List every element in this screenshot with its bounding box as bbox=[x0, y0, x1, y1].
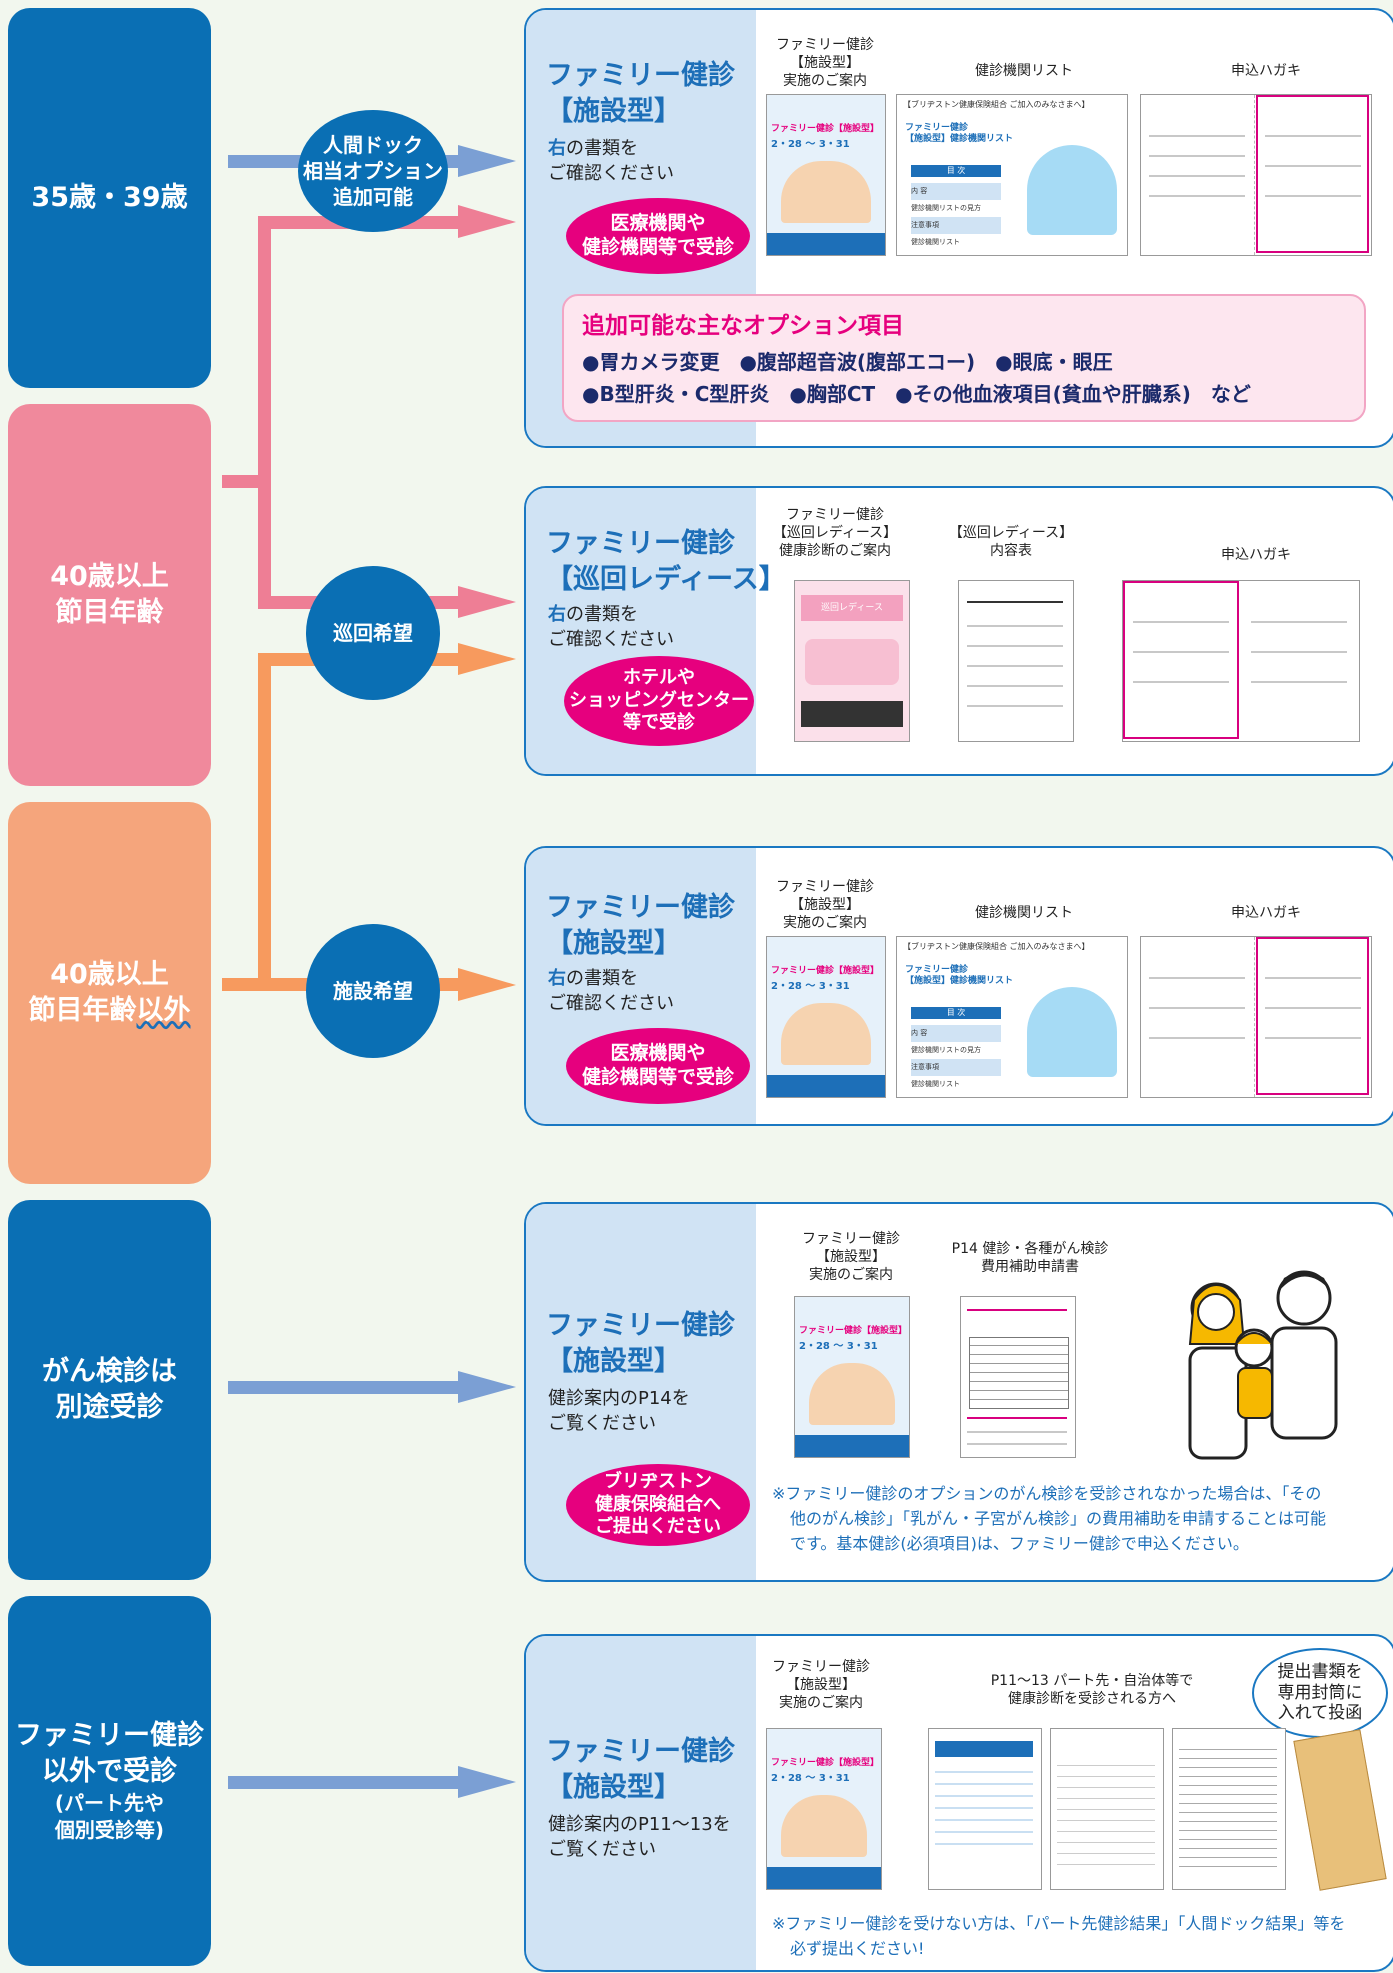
panel-note: ※ファミリー健診を受けない方は、「パート先健診結果」「人間ドック結果」等を 必ず… bbox=[772, 1914, 1346, 1958]
category-label: 35歳・39歳 bbox=[31, 181, 188, 213]
arrow-right-icon bbox=[458, 1766, 516, 1798]
postcard-thumbnail bbox=[1122, 580, 1360, 742]
panel-title: ファミリー健診 【施設型】 bbox=[546, 1736, 735, 1804]
brochure-thumbnail: ファミリー健診【施設型】 2・28 〜 3・31 bbox=[766, 1728, 882, 1890]
part-time-doc-thumbnail bbox=[928, 1728, 1042, 1890]
clinic-list-thumbnail: 【ブリヂストン健康保険組合 ご加入のみなさまへ】 ファミリー健診【施設型】健診機… bbox=[896, 94, 1128, 256]
family-illustration bbox=[1188, 1270, 1338, 1460]
ladies-brochure-thumbnail: 巡回レディース bbox=[794, 580, 910, 742]
doc-label: 申込ハガキ bbox=[1231, 905, 1301, 921]
panel-instruction: 右の書類を ご確認ください bbox=[548, 968, 674, 1015]
doc-label: P14 健診・各種がん検診費用補助申請書 bbox=[951, 1241, 1109, 1276]
category-cancer-screening: がん検診は 別途受診 bbox=[8, 1200, 211, 1580]
category-label: がん検診は bbox=[42, 1355, 177, 1387]
arrow-right-icon bbox=[458, 586, 516, 618]
doc-label: 健診機関リスト bbox=[975, 905, 1073, 921]
doc-label: P11〜13 パート先・自治体等で健康診断を受診される方へ bbox=[990, 1673, 1194, 1708]
category-label: 個別受診等) bbox=[54, 1818, 165, 1843]
category-label: ファミリー健診 bbox=[15, 1719, 204, 1751]
category-40-milestone: 40歳以上 節目年齢 bbox=[8, 404, 211, 786]
ladies-content-thumbnail bbox=[958, 580, 1074, 742]
doc-label: 申込ハガキ bbox=[1221, 547, 1291, 563]
doc-label: ファミリー健診【巡回レディース】健康診断のご案内 bbox=[772, 507, 898, 560]
panel-note: ※ファミリー健診のオプションのがん検診を受診されなかった場合は、「その 他のがん… bbox=[772, 1484, 1327, 1553]
panel-instruction: 右の書類を ご確認ください bbox=[548, 604, 674, 651]
panel-oval-badge: ホテルやショッピングセンター等で受診 bbox=[564, 656, 754, 746]
postcard-thumbnail bbox=[1140, 936, 1372, 1098]
panel-other-checkup: ファミリー健診 【施設型】 健診案内のP11〜13をご覧ください ファミリー健診… bbox=[524, 1634, 1393, 1972]
part-time-doc-thumbnail bbox=[1050, 1728, 1164, 1890]
panel-instruction: 右の書類を ご確認ください bbox=[548, 138, 674, 185]
doc-label: ファミリー健診【施設型】実施のご案内 bbox=[772, 1659, 870, 1712]
doc-label: ファミリー健診【施設型】実施のご案内 bbox=[802, 1231, 900, 1284]
doc-label: 健診機関リスト bbox=[975, 63, 1073, 79]
category-other-checkup: ファミリー健診 以外で受診 (パート先や 個別受診等) bbox=[8, 1596, 211, 1966]
arrow-right-icon bbox=[458, 968, 516, 1001]
submit-bubble: 提出書類を専用封筒に入れて投函 bbox=[1252, 1648, 1388, 1738]
panel-cancer-screening: ファミリー健診 【施設型】 健診案内のP14をご覧ください ブリヂストン健康保険… bbox=[524, 1202, 1393, 1582]
doc-label: 申込ハガキ bbox=[1231, 63, 1301, 79]
panel-left-area bbox=[526, 1636, 756, 1970]
category-label: 40歳以上 bbox=[50, 958, 169, 990]
arrow-right-icon bbox=[458, 145, 516, 177]
category-label: 別途受診 bbox=[55, 1392, 164, 1423]
category-35-39: 35歳・39歳 bbox=[8, 8, 211, 388]
panel-title: ファミリー健診 【施設型】 bbox=[546, 892, 735, 960]
category-label: 節目年齢以外 bbox=[28, 995, 191, 1026]
options-box: 追加可能な主なオプション項目 ●胃カメラ変更 ●腹部超音波(腹部エコー) ●眼底… bbox=[562, 294, 1366, 422]
panel-title: ファミリー健診 【巡回レディース】 bbox=[546, 528, 786, 596]
brochure-thumbnail: ファミリー健診【施設型】 2・28 〜 3・31 bbox=[766, 94, 886, 256]
panel-facility-35-39: ファミリー健診 【施設型】 右の書類を ご確認ください 医療機関や健診機関等で受… bbox=[524, 8, 1393, 448]
panel-instruction: 健診案内のP11〜13をご覧ください bbox=[548, 1814, 731, 1861]
panel-oval-badge: ブリヂストン健康保険組合へご提出ください bbox=[566, 1464, 750, 1546]
doc-label: ファミリー健診【施設型】実施のご案内 bbox=[776, 879, 874, 932]
category-40-non-milestone: 40歳以上 節目年齢以外 bbox=[8, 802, 211, 1184]
options-title: 追加可能な主なオプション項目 bbox=[582, 313, 904, 339]
clinic-list-thumbnail: 【ブリヂストン健康保険組合 ご加入のみなさまへ】 ファミリー健診【施設型】健診機… bbox=[896, 936, 1128, 1098]
doc-label: 【巡回レディース】内容表 bbox=[948, 525, 1074, 560]
arrow-right-icon bbox=[458, 205, 516, 238]
envelope-image bbox=[1293, 1729, 1387, 1891]
category-label: 以外で受診 bbox=[42, 1756, 177, 1787]
panel-facility-40: ファミリー健診 【施設型】 右の書類を ご確認ください 医療機関や健診機関等で受… bbox=[524, 846, 1393, 1126]
arrow-right-icon bbox=[458, 643, 516, 675]
category-label: 節目年齢 bbox=[55, 597, 164, 628]
postcard-thumbnail bbox=[1140, 94, 1372, 256]
junkai-circle: 巡回希望 bbox=[306, 566, 440, 700]
arrow-right-icon bbox=[458, 1371, 516, 1403]
part-time-doc-thumbnail bbox=[1172, 1728, 1286, 1890]
shisetsu-circle: 施設希望 bbox=[306, 924, 440, 1058]
subsidy-form-thumbnail bbox=[960, 1296, 1076, 1458]
panel-oval-badge: 医療機関や健診機関等で受診 bbox=[566, 1028, 750, 1104]
panel-instruction: 健診案内のP14をご覧ください bbox=[548, 1388, 690, 1435]
brochure-thumbnail: ファミリー健診【施設型】 2・28 〜 3・31 bbox=[794, 1296, 910, 1458]
category-label: (パート先や bbox=[54, 1791, 165, 1816]
brochure-thumbnail: ファミリー健診【施設型】 2・28 〜 3・31 bbox=[766, 936, 886, 1098]
category-label: 40歳以上 bbox=[50, 560, 169, 592]
options-line: ●B型肝炎・C型肝炎 ●胸部CT ●その他血液項目(貧血や肝臓系) など bbox=[582, 382, 1251, 406]
dock-option-circle: 人間ドック 相当オプション 追加可能 bbox=[298, 110, 448, 232]
panel-title: ファミリー健診 【施設型】 bbox=[546, 60, 735, 128]
doc-label: ファミリー健診【施設型】実施のご案内 bbox=[776, 37, 874, 90]
panel-ladies-bus: ファミリー健診 【巡回レディース】 右の書類を ご確認ください ホテルやショッピ… bbox=[524, 486, 1393, 776]
options-line: ●胃カメラ変更 ●腹部超音波(腹部エコー) ●眼底・眼圧 bbox=[582, 350, 1113, 374]
panel-title: ファミリー健診 【施設型】 bbox=[546, 1310, 735, 1378]
panel-oval-badge: 医療機関や健診機関等で受診 bbox=[566, 198, 750, 274]
